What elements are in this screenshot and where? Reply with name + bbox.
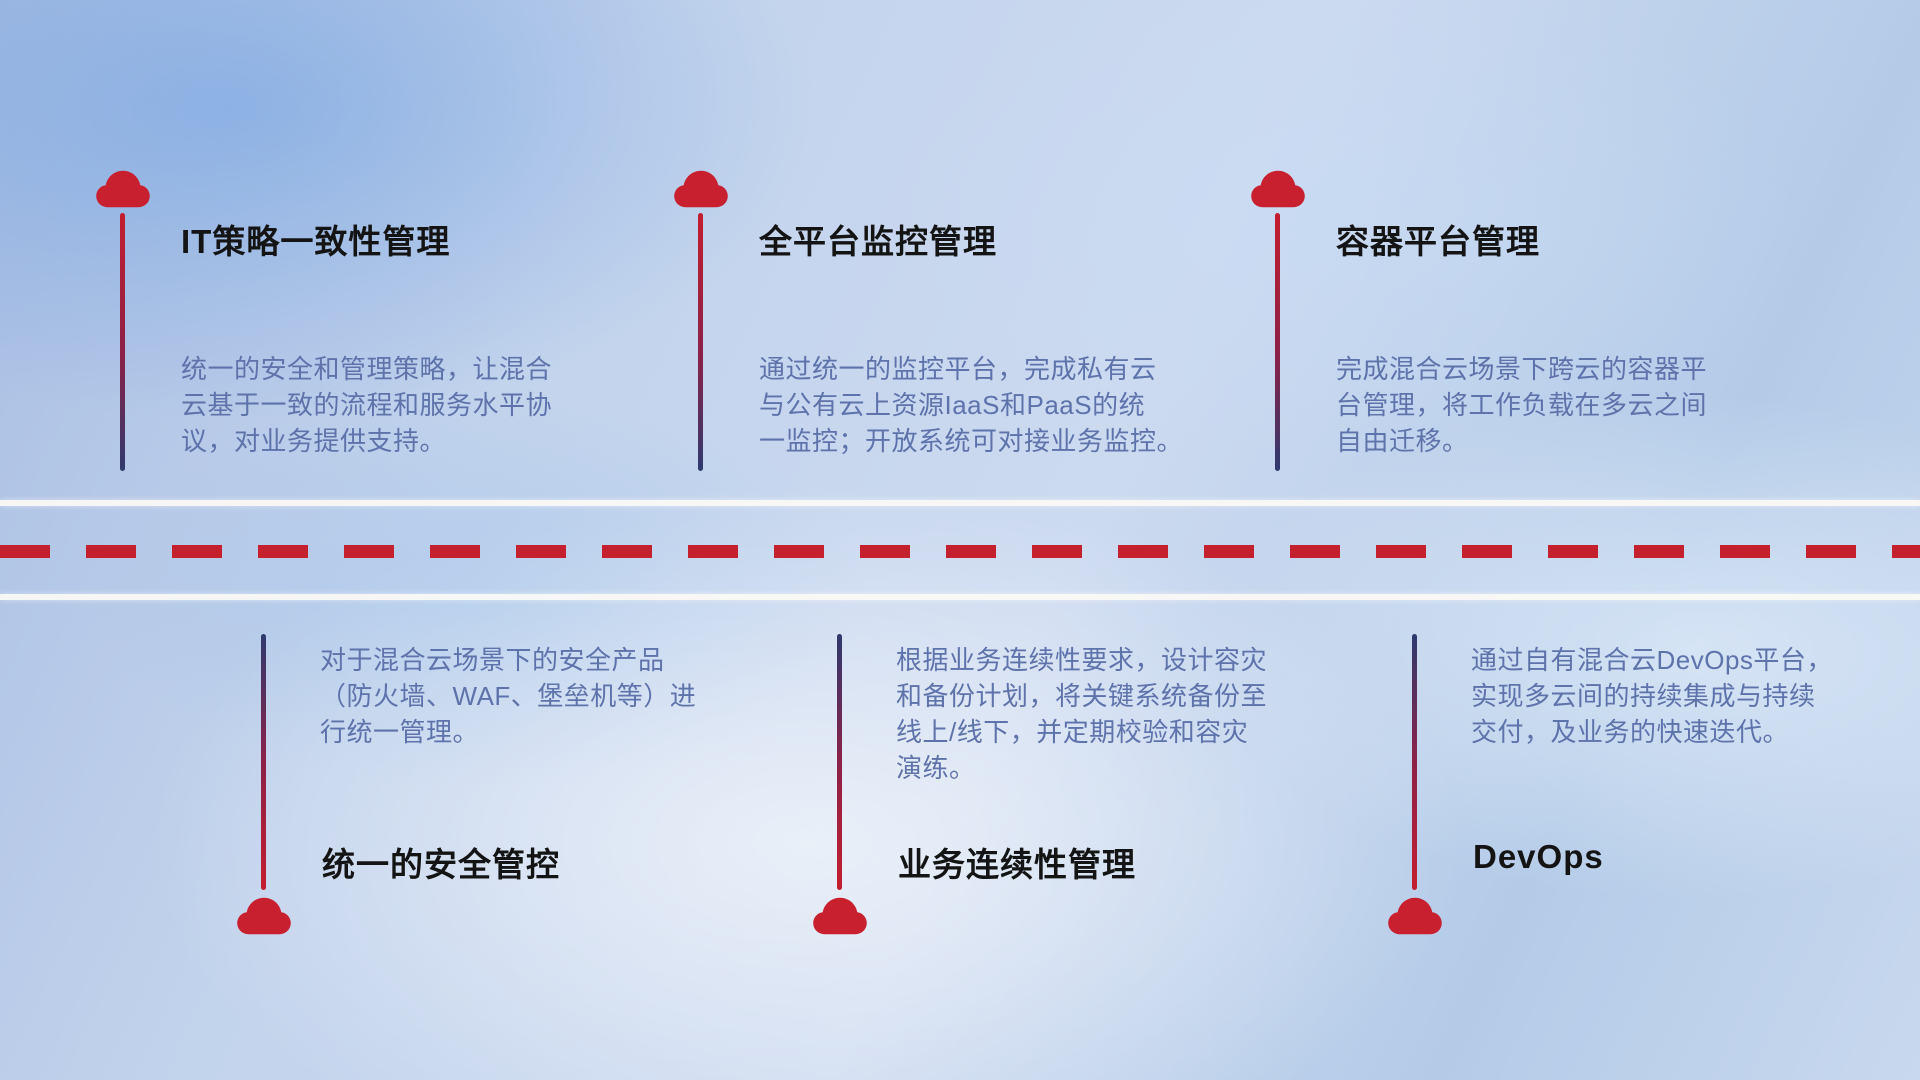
feature-item-security-control: 对于混合云场景下的安全产品 （防火墙、WAF、堡垒机等）进 行统一管理。 统一的… (236, 634, 796, 954)
cloud-shape (813, 897, 867, 935)
feature-description: 通过统一的监控平台，完成私有云 与公有云上资源IaaS和PaaS的统 一监控；开… (759, 354, 1184, 456)
feature-description: 对于混合云场景下的安全产品 （防火墙、WAF、堡垒机等）进 行统一管理。 (320, 645, 697, 747)
cloud-shape (1251, 170, 1305, 208)
road-lane-line-bottom (0, 594, 1920, 600)
cloud-icon (96, 170, 150, 208)
cloud-shape (1388, 897, 1442, 935)
cloud-shape (96, 170, 150, 208)
cloud-shape (674, 170, 728, 208)
timeline-connector (120, 213, 125, 471)
cloud-shape (237, 897, 291, 935)
feature-item-it-policy: IT策略一致性管理 统一的安全和管理策略，让混合 云基于一致的流程和服务水平协 … (95, 169, 655, 569)
feature-title: DevOps (1473, 838, 1604, 875)
feature-item-monitoring: 全平台监控管理 通过统一的监控平台，完成私有云 与公有云上资源IaaS和PaaS… (673, 169, 1233, 569)
timeline-connector (261, 634, 266, 890)
cloud-icon (674, 170, 728, 208)
feature-description: 根据业务连续性要求，设计容灾 和备份计划，将关键系统备份至 线上/线下，并定期校… (896, 645, 1268, 783)
cloud-icon (1251, 170, 1305, 208)
timeline-connector (698, 213, 703, 471)
feature-title: 全平台监控管理 (759, 223, 997, 260)
feature-item-devops: 通过自有混合云DevOps平台， 实现多云间的持续集成与持续 交付，及业务的快速… (1387, 634, 1920, 954)
feature-title: 统一的安全管控 (322, 846, 560, 883)
timeline-connector (837, 634, 842, 890)
cloud-icon (813, 897, 867, 935)
feature-item-container-platform: 容器平台管理 完成混合云场景下跨云的容器平 台管理，将工作负载在多云之间 自由迁… (1250, 169, 1810, 569)
timeline-connector (1275, 213, 1280, 471)
cloud-icon (1388, 897, 1442, 935)
feature-description: 通过自有混合云DevOps平台， 实现多云间的持续集成与持续 交付，及业务的快速… (1471, 645, 1833, 747)
feature-description: 完成混合云场景下跨云的容器平 台管理，将工作负载在多云之间 自由迁移。 (1336, 354, 1708, 456)
feature-description: 统一的安全和管理策略，让混合 云基于一致的流程和服务水平协 议，对业务提供支持。 (181, 354, 553, 456)
feature-title: IT策略一致性管理 (181, 223, 451, 260)
feature-item-business-continuity: 根据业务连续性要求，设计容灾 和备份计划，将关键系统备份至 线上/线下，并定期校… (812, 634, 1372, 954)
cloud-icon (237, 897, 291, 935)
feature-title: 业务连续性管理 (898, 846, 1136, 883)
feature-title: 容器平台管理 (1336, 223, 1540, 260)
timeline-connector (1412, 634, 1417, 890)
